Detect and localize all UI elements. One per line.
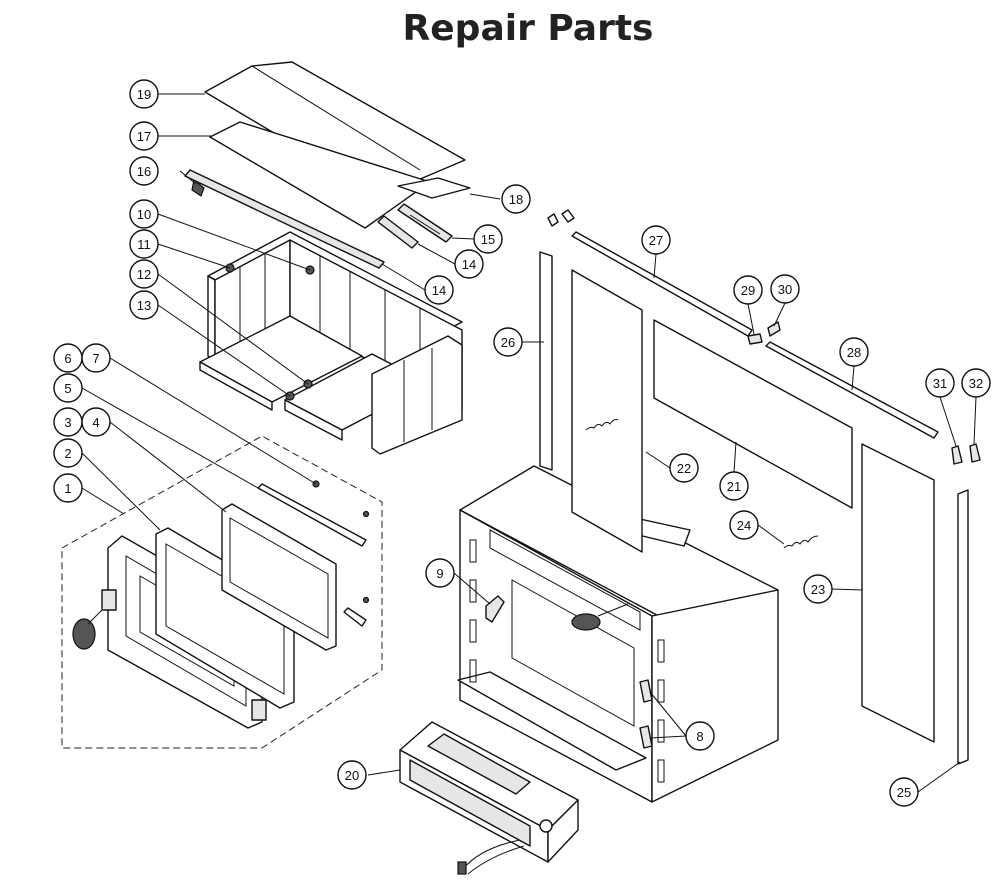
hinge-pins-8 (639, 679, 653, 749)
svg-text:25: 25 (897, 785, 911, 800)
svg-text:5: 5 (64, 381, 71, 396)
callout-2: 2 (53, 438, 83, 468)
callout-23: 23 (803, 574, 833, 604)
side-trim-26 (539, 251, 553, 471)
svg-text:27: 27 (649, 233, 663, 248)
callout-28: 28 (839, 337, 869, 367)
callout-7: 7 (81, 343, 111, 373)
svg-text:23: 23 (811, 582, 825, 597)
door-assembly-dashed-outline (61, 435, 383, 749)
svg-text:3: 3 (64, 415, 71, 430)
damper-handle (571, 603, 629, 631)
svg-text:30: 30 (778, 282, 792, 297)
spring-24 (783, 535, 819, 549)
callout-30: 30 (770, 274, 800, 304)
svg-text:12: 12 (137, 267, 151, 282)
svg-text:29: 29 (741, 283, 755, 298)
small-screw (191, 178, 205, 197)
callout-25: 25 (889, 777, 919, 807)
callout-14-upper: 14 (454, 249, 484, 279)
callout-3: 3 (53, 407, 83, 437)
svg-text:24: 24 (737, 518, 751, 533)
callout-16: 16 (129, 156, 159, 186)
svg-text:31: 31 (933, 376, 947, 391)
tube-14-upper (377, 215, 419, 249)
callout-17: 17 (129, 121, 159, 151)
page-title: Repair Parts (403, 8, 654, 49)
front-baffle (397, 177, 471, 199)
clips-29-30 (747, 321, 781, 345)
svg-text:32: 32 (969, 376, 983, 391)
svg-text:22: 22 (677, 461, 691, 476)
svg-text:17: 17 (137, 129, 151, 144)
svg-text:2: 2 (64, 446, 71, 461)
callout-29: 29 (733, 275, 763, 305)
right-side-panel-23 (861, 443, 935, 743)
glass-clip-strip (257, 480, 370, 627)
tube-15 (397, 203, 453, 243)
door-glass (221, 503, 337, 651)
door-handle (72, 589, 117, 650)
stove-body (457, 465, 779, 803)
tube-14-lower (184, 169, 385, 269)
callout-1: 1 (53, 473, 83, 503)
left-side-panel-22 (571, 269, 643, 553)
svg-text:28: 28 (847, 345, 861, 360)
callout-6: 6 (53, 343, 83, 373)
callout-8: 8 (685, 721, 715, 751)
svg-text:4: 4 (92, 415, 99, 430)
callout-15: 15 (473, 224, 503, 254)
callout-19: 19 (129, 79, 159, 109)
svg-text:1: 1 (64, 481, 71, 496)
callout-26: 26 (493, 327, 523, 357)
callout-32: 32 (961, 368, 991, 398)
callout-4: 4 (81, 407, 111, 437)
firebrick-box (199, 231, 463, 455)
svg-text:18: 18 (509, 192, 523, 207)
side-trim-25 (957, 489, 969, 765)
callout-31: 31 (925, 368, 955, 398)
callout-27: 27 (641, 225, 671, 255)
callout-14-lower: 14 (424, 275, 454, 305)
svg-text:14: 14 (432, 283, 446, 298)
spring-22 (585, 419, 619, 431)
callout-22: 22 (669, 453, 699, 483)
clips-31-32 (951, 443, 981, 465)
svg-text:8: 8 (696, 729, 703, 744)
svg-text:6: 6 (64, 351, 71, 366)
svg-text:16: 16 (137, 164, 151, 179)
svg-text:11: 11 (137, 237, 151, 252)
callout-20: 20 (337, 760, 367, 790)
top-trim-27 (571, 231, 753, 337)
svg-text:20: 20 (345, 768, 359, 783)
svg-text:21: 21 (727, 479, 741, 494)
callout-10: 10 (129, 199, 159, 229)
blower-assembly (399, 721, 579, 875)
svg-text:19: 19 (137, 87, 151, 102)
callout-18: 18 (501, 184, 531, 214)
callout-13: 13 (129, 290, 159, 320)
callout-12: 12 (129, 259, 159, 289)
svg-text:26: 26 (501, 335, 515, 350)
svg-text:15: 15 (481, 232, 495, 247)
leader-lines (81, 93, 977, 793)
svg-text:9: 9 (436, 566, 443, 581)
svg-text:13: 13 (137, 298, 151, 313)
callout-24: 24 (729, 510, 759, 540)
callout-5: 5 (53, 373, 83, 403)
callout-11: 11 (129, 229, 159, 259)
svg-text:7: 7 (92, 351, 99, 366)
back-panel-21 (653, 319, 853, 509)
svg-text:14: 14 (462, 257, 476, 272)
latch-9 (485, 595, 505, 623)
callout-9: 9 (425, 558, 455, 588)
svg-text:10: 10 (137, 207, 151, 222)
callout-21: 21 (719, 471, 749, 501)
top-clip-left (547, 209, 575, 227)
